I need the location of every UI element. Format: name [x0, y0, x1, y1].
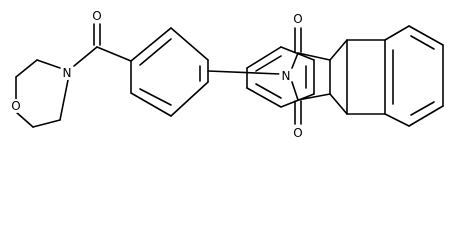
bond-benzo-inner-1: [410, 35, 435, 50]
bond-morph-o-c3: [15, 111, 34, 128]
label-bg-imide-n: [279, 69, 293, 83]
bond-benzo-5: [384, 113, 410, 127]
bond-phenyl-to-imide-n: [207, 70, 281, 75]
bond-core-1: [329, 39, 348, 61]
bond-carbonyl-to-phenyl: [96, 46, 132, 62]
morpholine-oxygen-label: O: [11, 99, 20, 113]
amide-group: [73, 23, 132, 67]
label-bg-morpholine-n: [60, 66, 74, 80]
bond-phenyl-inner-1: [139, 38, 172, 66]
phenylene-ring: [130, 27, 209, 117]
label-bg-imide-o-top: [291, 12, 305, 26]
morpholine-ring: [15, 59, 69, 128]
bond-benzo-4: [408, 105, 444, 127]
bond-back-5: [246, 87, 282, 108]
bond-core-3: [329, 93, 348, 115]
bond-morph-c4-n: [59, 79, 69, 121]
atom-labels: O N O N O O: [9, 9, 305, 140]
imide-oxygen-bottom-label: O: [293, 126, 302, 140]
bicyclic-core: [329, 39, 386, 115]
bond-imide-n-c-top: [291, 52, 299, 69]
bond-benzo-1: [384, 25, 410, 41]
bond-morph-c3-c4: [32, 119, 61, 128]
bond-back-inner-1: [255, 55, 282, 72]
morpholine-nitrogen-label: N: [63, 66, 72, 80]
imide-oxygen-top-label: O: [293, 12, 302, 26]
bond-back-4: [280, 93, 315, 108]
bond-phenyl-5: [130, 92, 172, 117]
bond-imide-c-top-bridgehead: [297, 52, 331, 61]
imide-nitrogen-label: N: [282, 69, 291, 83]
back-aromatic-ring: [246, 46, 315, 108]
label-bg-morpholine-o: [9, 99, 23, 113]
bond-back-2: [280, 46, 315, 61]
bond-benzo-inner-2: [410, 101, 435, 116]
bond-phenyl-4: [170, 81, 209, 117]
amide-oxygen-label: O: [92, 9, 101, 23]
label-bg-imide-o-bottom: [291, 126, 305, 140]
imide-ring: [291, 27, 331, 125]
bond-back-inner-3: [255, 83, 282, 99]
bond-phenyl-1: [130, 27, 172, 62]
bond-phenyl-2: [170, 27, 209, 61]
bond-benzo-2: [408, 25, 444, 46]
bond-morph-c1-c2: [15, 59, 38, 78]
chemical-structure-drawing: O N O N O O: [9, 9, 444, 140]
bond-morph-n-c1: [36, 59, 61, 69]
bond-n-carbonyl-carbon: [73, 46, 98, 67]
bond-phenyl-inner-3: [139, 88, 172, 106]
bond-back-1: [246, 46, 282, 69]
label-bg-amide-o: [90, 9, 104, 23]
benzo-ring: [384, 25, 444, 127]
bond-imide-n-c-bottom: [291, 81, 299, 101]
